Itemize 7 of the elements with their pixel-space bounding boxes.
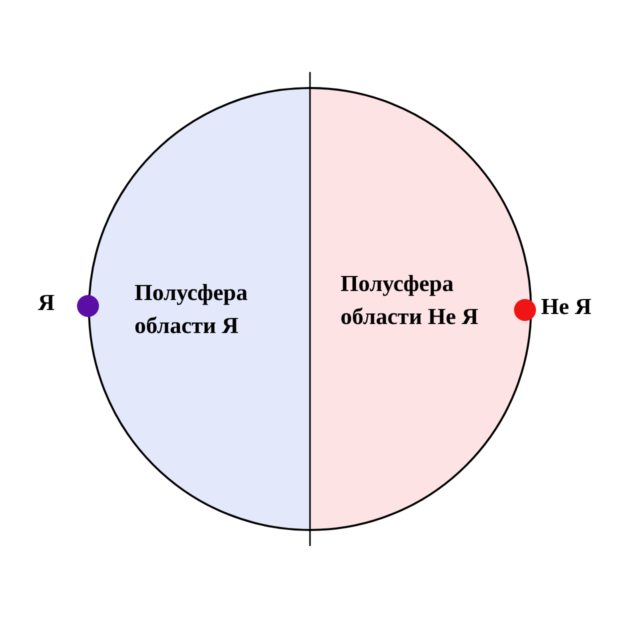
hemisphere xyxy=(89,88,310,530)
hemisphere xyxy=(310,88,531,530)
point-label: Не Я xyxy=(541,294,592,320)
hemisphere-label: Полусфера области Не Я xyxy=(340,270,480,331)
point-marker xyxy=(77,295,99,317)
point-label: Я xyxy=(38,290,55,316)
hemisphere-label: Полусфера области Я xyxy=(134,278,249,340)
